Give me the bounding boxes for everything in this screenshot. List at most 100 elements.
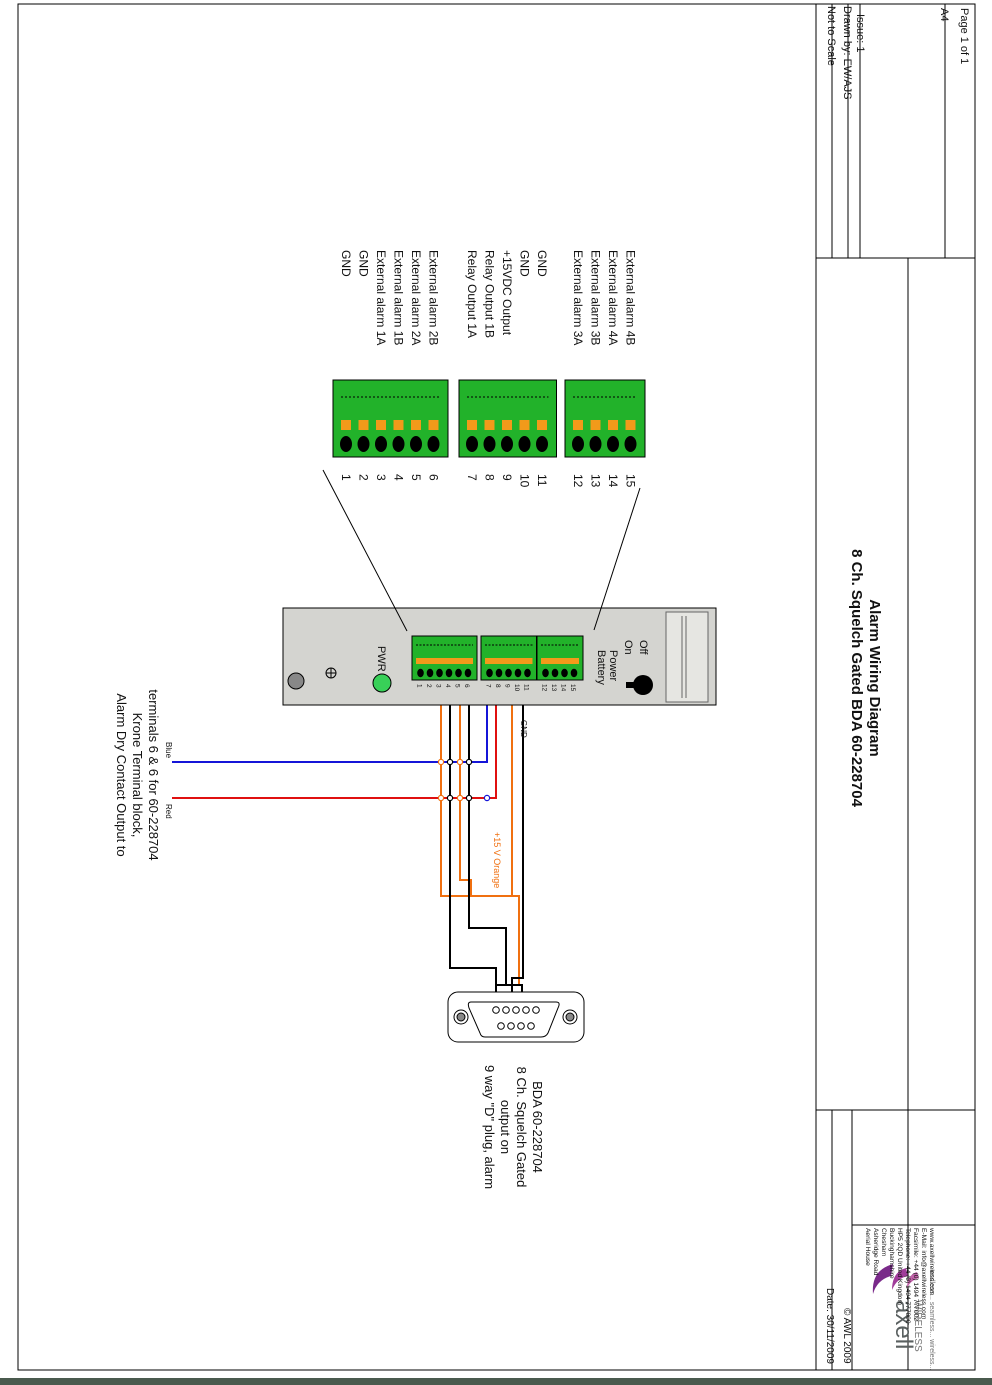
terminal-label: External alarm 1A bbox=[374, 250, 388, 345]
terminal-number: 15 bbox=[624, 474, 638, 488]
terminal-latch bbox=[608, 420, 618, 430]
off-label: Off bbox=[637, 640, 649, 655]
panel-terminal-number: 9 bbox=[504, 684, 511, 688]
panel-terminal-screw bbox=[542, 668, 549, 678]
terminal-label: Relay Output 1A bbox=[465, 250, 479, 338]
wire-blue bbox=[172, 687, 488, 763]
terminal-screw bbox=[483, 436, 496, 452]
panel-terminal-number: 15 bbox=[569, 684, 576, 692]
terminal-number: 5 bbox=[409, 474, 423, 481]
terminal-number: 4 bbox=[392, 474, 406, 481]
note-line: Alarm Dry Contact Output to bbox=[114, 693, 129, 856]
terminal-screw bbox=[357, 436, 370, 452]
terminal-label: GND bbox=[535, 250, 549, 277]
large-terminal-blocks bbox=[332, 379, 646, 458]
terminal-latch bbox=[341, 420, 351, 430]
wire-orange bbox=[440, 687, 520, 985]
terminal-label: GND bbox=[518, 250, 532, 277]
terminal-screw bbox=[501, 436, 513, 452]
paper-size: A4 bbox=[938, 8, 950, 21]
panel-terminal-number: 4 bbox=[444, 684, 451, 688]
address-line: Aerial House bbox=[864, 1228, 871, 1266]
terminal-label: External alarm 4A bbox=[606, 250, 620, 345]
panel-terminal-number: 2 bbox=[425, 684, 432, 688]
zoom-lines bbox=[322, 469, 641, 632]
wire-black bbox=[449, 687, 524, 1005]
terminal-screw bbox=[427, 436, 440, 452]
panel-terminal-screw bbox=[524, 668, 531, 678]
panel-terminal-screw bbox=[495, 668, 503, 678]
terminal-number: 6 bbox=[427, 474, 441, 481]
title-block bbox=[815, 4, 975, 1370]
terminal-label: +15VDC Output bbox=[500, 250, 514, 336]
terminal-label: External alarm 3B bbox=[589, 250, 603, 345]
terminal-latch bbox=[358, 420, 369, 430]
note-line: output on bbox=[498, 1100, 513, 1154]
drawing-title: 8 Ch. Squelch Gated BDA 60-228704 bbox=[848, 549, 865, 808]
d-connector bbox=[447, 991, 585, 1043]
panel-terminal-screw bbox=[505, 668, 512, 678]
terminal-number: 14 bbox=[606, 474, 620, 488]
panel-terminal-screw bbox=[436, 668, 443, 678]
drawn-by: Drawn by: EW/AJS bbox=[841, 6, 853, 100]
terminal-screw bbox=[340, 436, 352, 452]
panel-terminal-number: 5 bbox=[454, 684, 461, 688]
blue-label: Blue bbox=[164, 742, 173, 759]
drawing-date: Date: 30/11/2009 bbox=[824, 1288, 835, 1364]
terminal-number: 8 bbox=[483, 474, 497, 481]
terminal-latch bbox=[484, 420, 495, 430]
terminal-label: External alarm 1B bbox=[392, 250, 406, 345]
front-panel: PWR Battery Power On Off bbox=[282, 607, 717, 706]
copyright: © AWL 2009 bbox=[841, 1308, 852, 1364]
footer-bar bbox=[0, 1378, 992, 1385]
logo-subtitle: WIRELESS bbox=[912, 1300, 923, 1352]
drawing-subtitle: Alarm Wiring Diagram bbox=[866, 599, 883, 756]
terminal-screw bbox=[518, 436, 531, 452]
terminal-screw bbox=[607, 436, 619, 452]
power-label: Power bbox=[607, 650, 619, 682]
terminal-number: 11 bbox=[535, 474, 549, 487]
panel-terminal-screw bbox=[486, 668, 493, 678]
panel-terminal-number: 13 bbox=[550, 684, 557, 692]
terminal-screw bbox=[589, 436, 602, 452]
panel-terminal-blocks bbox=[411, 635, 584, 681]
terminal-label: External alarm 3A bbox=[571, 250, 585, 345]
terminal-screw bbox=[624, 436, 637, 452]
issue: Issue: 1 bbox=[854, 14, 866, 53]
logo-swoosh bbox=[872, 1264, 893, 1294]
terminal-latch bbox=[625, 420, 636, 430]
panel-terminal-number: 1 bbox=[416, 684, 423, 688]
panel-screw bbox=[287, 672, 305, 690]
note-line: BDA 60-228704 bbox=[530, 1081, 545, 1173]
panel-terminal-screw bbox=[417, 668, 424, 678]
panel-terminal-latch bbox=[416, 658, 473, 664]
dplug-note: 9 way "D" plug, alarm output on 8 Ch. Sq… bbox=[482, 1065, 545, 1189]
panel-terminal-number: 11 bbox=[523, 684, 530, 691]
terminal-latch bbox=[590, 420, 601, 430]
address-line: www.axellwireless.com bbox=[928, 1227, 935, 1296]
panel-terminal-screw bbox=[551, 668, 559, 678]
terminal-label: External alarm 4B bbox=[624, 250, 638, 345]
terminal-latch bbox=[467, 420, 477, 430]
terminal-latch bbox=[502, 420, 512, 430]
terminal-number: 9 bbox=[500, 474, 514, 481]
wire-crossings bbox=[437, 758, 491, 802]
terminal-screw bbox=[536, 436, 548, 452]
terminal-label: GND bbox=[339, 250, 353, 277]
panel-terminal-screw bbox=[561, 668, 568, 678]
axell-logo: axell WIRELESS endless... seamless... wi… bbox=[872, 1264, 935, 1370]
note-line: terminals 6 & 6 for 60-228704 bbox=[146, 689, 161, 860]
terminal-latch bbox=[411, 420, 421, 430]
address-line: E-Mail: info@axellwireless.com bbox=[920, 1228, 927, 1320]
on-label: On bbox=[622, 640, 634, 655]
note-line: Krone Terminal block, bbox=[130, 713, 145, 838]
orange-label: +15 V Orange bbox=[492, 832, 502, 888]
panel-terminal-number: 7 bbox=[485, 684, 492, 688]
panel-terminal-screw bbox=[514, 668, 522, 678]
note-line: 9 way "D" plug, alarm bbox=[482, 1065, 497, 1189]
panel-terminal-screw bbox=[464, 668, 472, 678]
panel-terminal-number: 6 bbox=[463, 684, 470, 688]
